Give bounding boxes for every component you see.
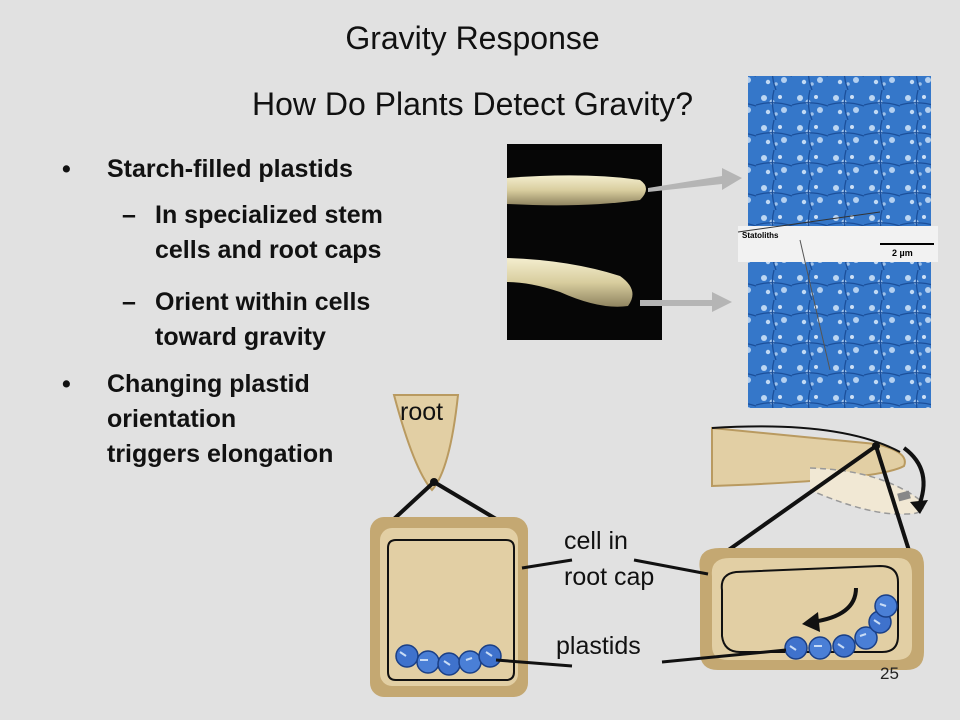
root-tip-horizontal [711, 426, 906, 488]
label-plastids: plastids [556, 632, 641, 660]
slide-title: Gravity Response [345, 20, 600, 56]
bullet-1b: –Orient within cells toward gravity [122, 288, 371, 351]
plastids-settled-bottom [395, 644, 502, 676]
root-bent [507, 258, 633, 307]
slide-subtitle: How Do Plants Detect Gravity? [251, 86, 694, 122]
statoliths-label: Statoliths [742, 231, 779, 240]
arrow-to-micrograph-top-icon [648, 168, 742, 192]
root-tip-vertical [392, 394, 460, 492]
plastid-movement-arrow-icon [811, 587, 858, 624]
bullet-1a: –In specialized stem cells and root caps [122, 201, 383, 264]
label-root-cap: root cap [564, 563, 655, 591]
micrograph-top [748, 76, 931, 228]
micrograph-bottom [748, 262, 931, 408]
label-root: root [400, 398, 444, 426]
root-horizontal [507, 175, 646, 206]
plastids-settled-side [784, 594, 898, 660]
scale-label: 2 µm [892, 248, 913, 258]
label-cell-in: cell in [564, 527, 628, 555]
arrow-to-micrograph-bottom-icon [640, 292, 732, 312]
bullet-2: •Changing plastid orientation triggers e… [62, 370, 334, 468]
bullet-1: •Starch-filled plastids [62, 155, 353, 183]
page-number: 25 [880, 664, 899, 683]
